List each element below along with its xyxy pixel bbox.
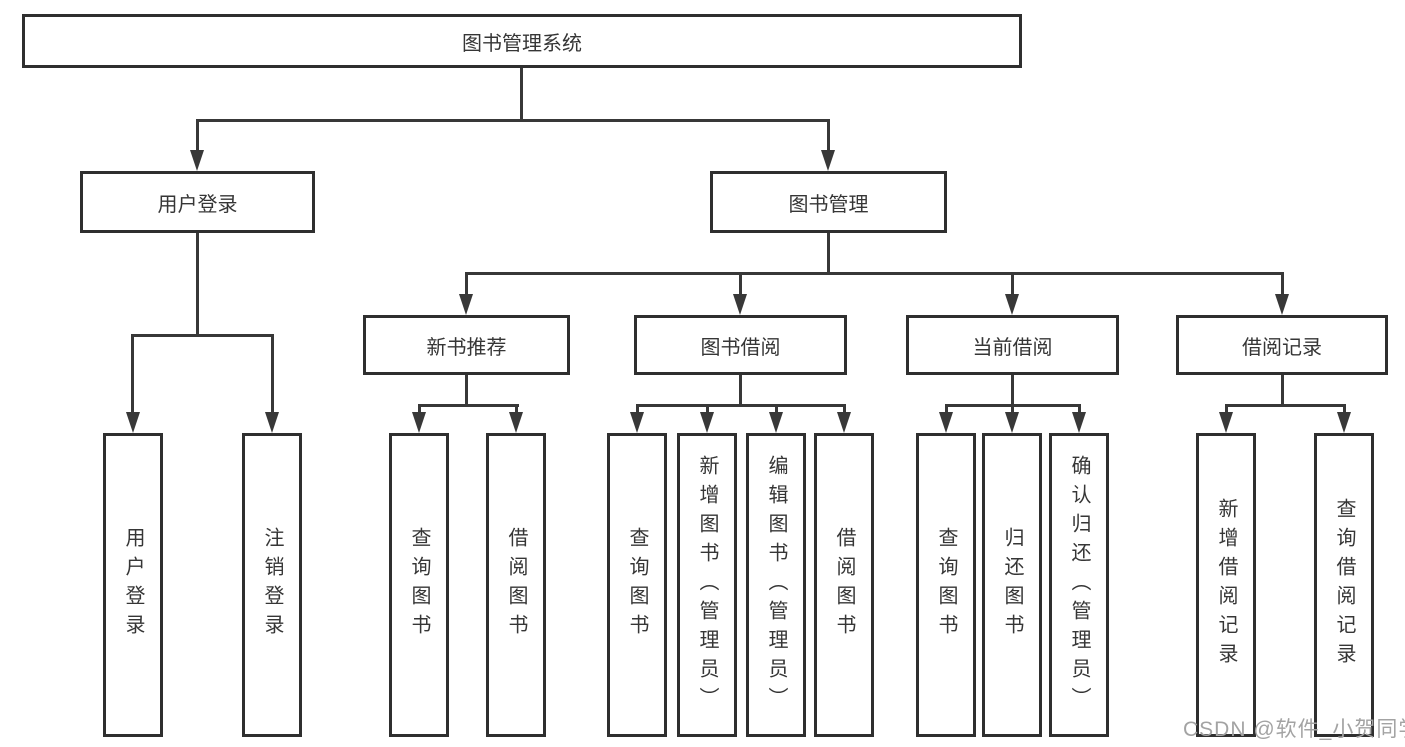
node-book-borrowing: 图书借阅 (634, 315, 847, 375)
leaf-borrow-books: 借阅图书 (814, 433, 874, 737)
connector-line (636, 404, 639, 414)
arrow-down-icon (459, 294, 473, 315)
arrow-down-icon (126, 412, 140, 433)
connector-line (1011, 404, 1014, 414)
node-borrowing-records: 借阅记录 (1176, 315, 1388, 375)
connector-line (520, 68, 523, 121)
arrow-down-icon (630, 412, 644, 433)
arrow-down-icon (821, 150, 835, 171)
arrow-down-icon (1337, 412, 1351, 433)
csdn-watermark: CSDN @软件_小贺同学 (1183, 718, 1405, 741)
arrow-down-icon (1072, 412, 1086, 433)
arrow-down-icon (412, 412, 426, 433)
arrow-down-icon (769, 412, 783, 433)
connector-line (418, 404, 421, 414)
connector-line (1225, 404, 1228, 414)
connector-line (131, 334, 134, 414)
node-library-system: 图书管理系统 (22, 14, 1022, 68)
connector-line (465, 272, 468, 296)
arrow-down-icon (700, 412, 714, 433)
connector-line (515, 404, 518, 414)
arrow-down-icon (939, 412, 953, 433)
arrow-down-icon (265, 412, 279, 433)
connector-line (739, 272, 742, 296)
leaf-query-books-recommend: 查询图书 (389, 433, 449, 737)
connector-line (1343, 404, 1346, 414)
leaf-return-books: 归还图书 (982, 433, 1042, 737)
arrow-down-icon (1219, 412, 1233, 433)
connector-line (1011, 272, 1014, 296)
connector-line (465, 375, 468, 406)
connector-line (196, 119, 199, 152)
leaf-query-borrow-record: 查询借阅记录 (1314, 433, 1374, 737)
leaf-borrow-books-recommend: 借阅图书 (486, 433, 546, 737)
node-current-borrowing: 当前借阅 (906, 315, 1119, 375)
connector-line (827, 233, 830, 274)
node-new-book-recommendation: 新书推荐 (363, 315, 570, 375)
node-user-login: 用户登录 (80, 171, 315, 233)
leaf-confirm-return-admin: 确认归还（管理员） (1049, 433, 1109, 737)
connector-line (1011, 375, 1014, 406)
connector-line (706, 404, 709, 414)
connector-line (271, 334, 274, 414)
leaf-add-borrow-record: 新增借阅记录 (1196, 433, 1256, 737)
connector-line (827, 119, 830, 152)
arrow-down-icon (190, 150, 204, 171)
connector-line (131, 334, 274, 337)
connector-line (739, 375, 742, 406)
arrow-down-icon (509, 412, 523, 433)
leaf-add-books-admin: 新增图书（管理员） (677, 433, 737, 737)
arrow-down-icon (1005, 294, 1019, 315)
leaf-user-login: 用户登录 (103, 433, 163, 737)
arrow-down-icon (1275, 294, 1289, 315)
arrow-down-icon (1005, 412, 1019, 433)
leaf-query-books-current: 查询图书 (916, 433, 976, 737)
connector-line (1281, 375, 1284, 406)
connector-line (465, 272, 1284, 275)
connector-line (843, 404, 846, 414)
connector-line (1225, 404, 1346, 407)
connector-line (196, 119, 830, 122)
arrow-down-icon (733, 294, 747, 315)
node-book-management: 图书管理 (710, 171, 947, 233)
leaf-logout: 注销登录 (242, 433, 302, 737)
connector-line (945, 404, 948, 414)
connector-line (1078, 404, 1081, 414)
connector-line (636, 404, 845, 407)
arrow-down-icon (837, 412, 851, 433)
connector-line (418, 404, 519, 407)
connector-line (196, 233, 199, 336)
connector-line (775, 404, 778, 414)
leaf-query-books-borrow: 查询图书 (607, 433, 667, 737)
connector-line (1281, 272, 1284, 296)
leaf-edit-books-admin: 编辑图书（管理员） (746, 433, 806, 737)
